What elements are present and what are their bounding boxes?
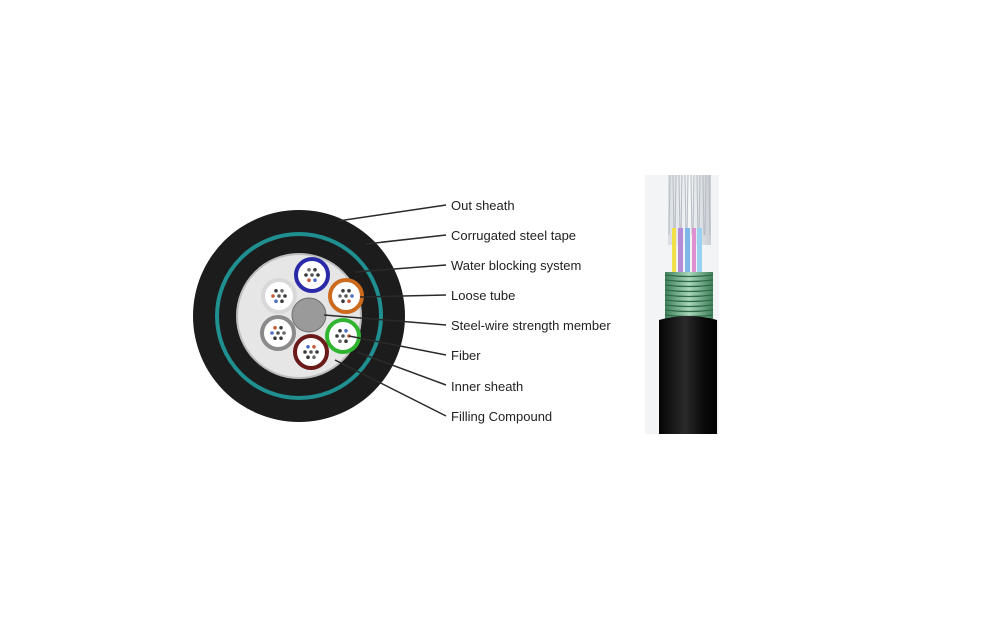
armor-ridge	[664, 294, 714, 298]
fiber-strand	[684, 174, 687, 236]
corrugated-steel-tape-ring	[215, 232, 383, 400]
fiber-dot	[274, 299, 278, 304]
leader-line-fiber	[348, 335, 447, 356]
fiber-dot	[315, 350, 319, 354]
fiber-dot	[341, 289, 345, 293]
fiber-dot	[347, 299, 351, 304]
leader-lines	[323, 204, 447, 417]
armor-ridge	[664, 284, 714, 288]
fiber-dot	[338, 329, 342, 333]
colored-fiber-pink	[692, 228, 696, 274]
leader-line-filling-compound	[334, 359, 447, 417]
label-steel-wire-strength-member: Steel-wire strength member	[451, 318, 611, 333]
fiber-strand	[672, 174, 675, 236]
leader-line-water-blocking-system	[354, 264, 447, 273]
fiber-dot	[274, 289, 278, 293]
fiber-dot	[338, 294, 342, 298]
fiber-dot	[279, 326, 283, 330]
fiber-dot	[304, 273, 308, 277]
fiber-dot	[313, 278, 317, 283]
leader-line-inner-sheath	[356, 351, 447, 386]
armor-ridge	[664, 274, 714, 278]
fiber-strand	[696, 174, 699, 236]
fiber-dot	[277, 294, 281, 298]
label-corrugated-steel-tape: Corrugated steel tape	[451, 228, 576, 243]
armor-ridge	[664, 304, 714, 308]
armor-ridge	[664, 279, 714, 283]
colored-fiber-blue	[685, 228, 690, 274]
fiber-strand	[680, 174, 683, 236]
fiber-dot	[303, 350, 307, 354]
fiber-strand	[674, 174, 677, 236]
armor-ridge	[664, 289, 714, 293]
label-fiber: Fiber	[451, 348, 481, 363]
fiber-dot	[312, 345, 316, 349]
fiber-dot	[279, 336, 283, 341]
fiber-dots	[270, 268, 354, 360]
label-loose-tube: Loose tube	[451, 288, 515, 303]
fiber-dot	[276, 331, 280, 335]
fiber-dot	[307, 268, 311, 272]
fiber-dot	[283, 294, 287, 298]
fiber-dot	[306, 345, 310, 349]
black-outer-jacket	[659, 316, 717, 434]
fiber-strand	[690, 174, 693, 236]
fiber-dot	[338, 339, 342, 344]
cable-cross-section	[193, 210, 405, 422]
steel-wire-strength-member	[291, 297, 327, 333]
fiber-dot	[280, 289, 284, 293]
fiber-strands	[668, 174, 711, 236]
label-inner-sheath: Inner sheath	[451, 379, 523, 394]
fiber-dot	[312, 355, 316, 360]
fiber-strand	[698, 174, 701, 236]
armor-ridge	[664, 299, 714, 303]
label-filling-compound: Filling Compound	[451, 409, 552, 424]
fiber-dot	[344, 329, 348, 333]
colored-fiber-violet	[678, 228, 683, 274]
fiber-dot	[306, 355, 310, 360]
fiber-dot	[310, 273, 314, 277]
fiber-dot	[307, 278, 311, 283]
leader-line-loose-tube	[359, 294, 447, 298]
colored-fiber-light-blue	[697, 228, 702, 274]
fiber-strand	[678, 174, 681, 236]
cable-side-view	[645, 174, 719, 434]
fiber-dot	[271, 294, 275, 298]
leader-line-steel-wire-strength-member	[323, 314, 447, 326]
colored-fiber-yellow	[672, 228, 676, 274]
leader-line-out-sheath	[337, 204, 447, 222]
fiber-dot	[344, 294, 348, 298]
label-water-blocking-system: Water blocking system	[451, 258, 581, 273]
fiber-dot	[347, 289, 351, 293]
label-out-sheath: Out sheath	[451, 198, 515, 213]
armor-ridge	[664, 309, 714, 313]
fiber-strand	[668, 174, 671, 236]
fiber-strand	[702, 174, 705, 236]
fiber-strand	[692, 174, 695, 236]
fiber-dot	[273, 336, 277, 341]
labels: Out sheath Corrugated steel tape Water b…	[451, 198, 611, 424]
fiber-dot	[313, 268, 317, 272]
fiber-dot	[335, 334, 339, 338]
fiber-dot	[341, 299, 345, 304]
fiber-strand	[704, 174, 707, 236]
fiber-dot	[309, 350, 313, 354]
armor-ridges	[664, 274, 714, 318]
fiber-dot	[273, 326, 277, 330]
fiber-dot	[282, 331, 286, 335]
leader-line-corrugated-steel-tape	[365, 234, 447, 245]
fiber-dot	[341, 334, 345, 338]
fiber-dot	[344, 339, 348, 344]
fiber-dot	[350, 294, 354, 298]
fiber-strand	[686, 174, 689, 236]
fiber-dot	[270, 331, 274, 335]
fiber-dot	[316, 273, 320, 277]
fiber-dot	[280, 299, 284, 304]
fiber-strand	[708, 174, 711, 236]
